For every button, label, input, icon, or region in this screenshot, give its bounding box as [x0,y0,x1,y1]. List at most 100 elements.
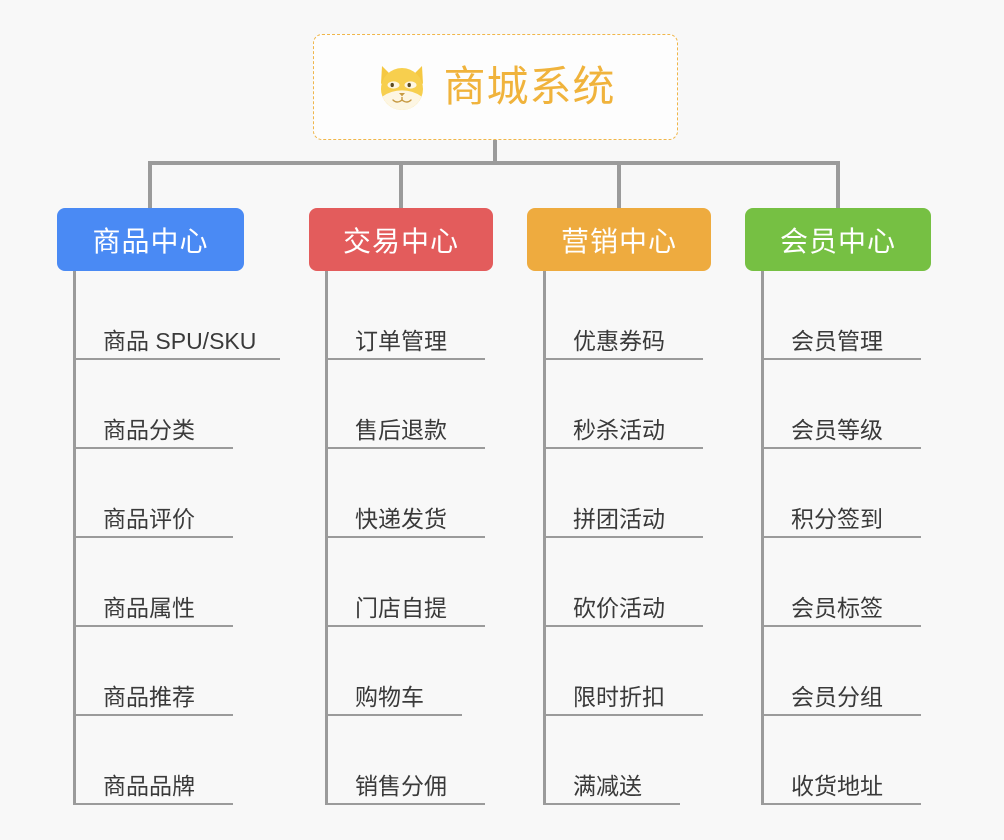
leaf-item-label: 售后退款 [355,417,447,443]
leaf-item-underline [761,714,921,716]
leaf-item[interactable]: 售后退款 [309,360,493,449]
root-node[interactable]: 商城系统 [313,34,678,140]
leaf-item[interactable]: 会员等级 [745,360,931,449]
leaf-item-underline [73,803,233,805]
leaf-list-marketing-center: 优惠券码秒杀活动拼团活动砍价活动限时折扣满减送 [527,271,711,805]
leaf-item-underline [543,358,703,360]
connector-horizontal-bus [148,161,840,165]
branch-header-label: 交易中心 [342,225,459,257]
leaf-item[interactable]: 销售分佣 [309,716,493,805]
branch-trunk-trade-center [325,271,328,805]
leaf-item-label: 砍价活动 [573,595,665,621]
leaf-item-underline [761,447,921,449]
leaf-item-label: 订单管理 [355,328,447,354]
branch-marketing-center: 营销中心优惠券码秒杀活动拼团活动砍价活动限时折扣满减送 [527,208,711,805]
leaf-item[interactable]: 商品分类 [57,360,244,449]
leaf-item-underline [543,447,703,449]
leaf-item[interactable]: 商品评价 [57,449,244,538]
leaf-item[interactable]: 限时折扣 [527,627,711,716]
leaf-item-label: 商品推荐 [103,684,195,710]
leaf-item-label: 限时折扣 [573,684,665,710]
leaf-item[interactable]: 会员管理 [745,271,931,360]
leaf-item-label: 满减送 [573,773,642,799]
leaf-item-label: 收货地址 [791,773,883,799]
leaf-item-label: 快递发货 [355,506,447,532]
leaf-item-underline [73,625,233,627]
leaf-item-label: 秒杀活动 [573,417,665,443]
leaf-item-label: 商品分类 [103,417,195,443]
leaf-item[interactable]: 拼团活动 [527,449,711,538]
leaf-list-trade-center: 订单管理售后退款快递发货门店自提购物车销售分佣 [309,271,493,805]
branch-trunk-member-center [761,271,764,805]
leaf-item-underline [761,536,921,538]
leaf-item-underline [73,714,233,716]
branch-header-product-center[interactable]: 商品中心 [57,208,244,271]
leaf-item-label: 门店自提 [355,595,447,621]
leaf-item[interactable]: 商品推荐 [57,627,244,716]
branch-header-label: 会员中心 [779,225,896,257]
leaf-item-underline [73,536,233,538]
leaf-item[interactable]: 商品属性 [57,538,244,627]
branch-trunk-product-center [73,271,76,805]
leaf-item[interactable]: 秒杀活动 [527,360,711,449]
leaf-item[interactable]: 商品品牌 [57,716,244,805]
leaf-item-underline [73,447,233,449]
shiba-dog-face-icon [375,62,429,113]
leaf-item-label: 购物车 [355,684,424,710]
leaf-item[interactable]: 购物车 [309,627,493,716]
leaf-item[interactable]: 订单管理 [309,271,493,360]
leaf-item[interactable]: 满减送 [527,716,711,805]
connector-drop-marketing-center [617,161,621,209]
leaf-item[interactable]: 砍价活动 [527,538,711,627]
leaf-item[interactable]: 会员标签 [745,538,931,627]
branch-trunk-marketing-center [543,271,546,805]
leaf-item-label: 商品品牌 [103,773,195,799]
leaf-item-label: 拼团活动 [573,506,665,532]
leaf-item[interactable]: 优惠券码 [527,271,711,360]
leaf-item-underline [761,625,921,627]
leaf-item-label: 商品 SPU/SKU [103,328,257,354]
leaf-item-underline [761,803,921,805]
branch-trade-center: 交易中心订单管理售后退款快递发货门店自提购物车销售分佣 [309,208,493,805]
leaf-item-underline [325,803,485,805]
leaf-item-underline [325,625,485,627]
leaf-item-label: 会员分组 [791,684,883,710]
leaf-item-label: 会员管理 [791,328,883,354]
connector-drop-product-center [148,161,152,209]
leaf-item-label: 销售分佣 [355,773,447,799]
leaf-item-underline [325,536,485,538]
leaf-item-label: 会员等级 [791,417,883,443]
leaf-item-underline [543,803,680,805]
branch-header-trade-center[interactable]: 交易中心 [309,208,493,271]
branch-member-center: 会员中心会员管理会员等级积分签到会员标签会员分组收货地址 [745,208,931,805]
connector-root-stem [493,140,497,165]
branch-header-member-center[interactable]: 会员中心 [745,208,931,271]
branch-header-label: 商品中心 [92,225,209,257]
leaf-item-underline [325,358,485,360]
leaf-item-label: 会员标签 [791,595,883,621]
leaf-item-underline [543,536,703,538]
leaf-list-product-center: 商品 SPU/SKU 商品分类商品评价商品属性商品推荐商品品牌 [57,271,280,805]
leaf-item-label: 商品评价 [103,506,195,532]
branch-header-label: 营销中心 [560,225,677,257]
leaf-item-underline [325,447,485,449]
connector-drop-trade-center [399,161,403,209]
leaf-item[interactable]: 门店自提 [309,538,493,627]
leaf-item[interactable]: 积分签到 [745,449,931,538]
leaf-item[interactable]: 会员分组 [745,627,931,716]
leaf-item-underline [325,714,462,716]
leaf-item-underline [761,358,921,360]
leaf-item-underline [543,625,703,627]
branch-header-marketing-center[interactable]: 营销中心 [527,208,711,271]
leaf-item[interactable]: 商品 SPU/SKU [57,271,280,360]
leaf-item-label: 优惠券码 [573,328,665,354]
leaf-list-member-center: 会员管理会员等级积分签到会员标签会员分组收货地址 [745,271,931,805]
branch-product-center: 商品中心商品 SPU/SKU 商品分类商品评价商品属性商品推荐商品品牌 [57,208,280,805]
leaf-item-label: 积分签到 [791,506,883,532]
leaf-item[interactable]: 快递发货 [309,449,493,538]
leaf-item[interactable]: 收货地址 [745,716,931,805]
leaf-item-label: 商品属性 [103,595,195,621]
leaf-item-underline [73,358,280,360]
root-title: 商城系统 [443,63,616,110]
